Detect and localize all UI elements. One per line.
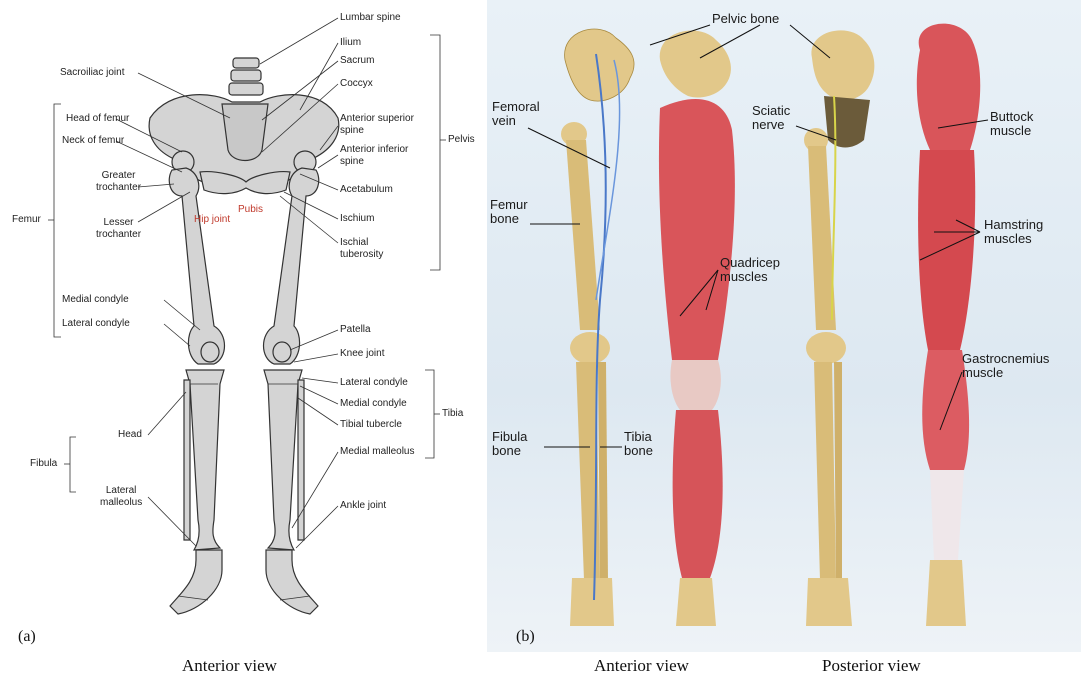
label-anterior-inferior-spine-line2: spine [340,156,408,168]
label-fibula-bone-line2: bone [492,444,527,458]
label-ilium: Ilium [340,37,361,49]
group-label-fibula: Fibula [30,458,57,470]
label-ischium: Ischium [340,213,374,225]
label-tibia-bone-line2: bone [624,444,653,458]
label-head: Head [118,429,142,441]
label-acetabulum: Acetabulum [340,184,393,196]
label-ischial-tuberosity-line1: Ischial [340,237,383,249]
panel-a-letter: (a) [18,628,36,646]
label-knee-joint: Knee joint [340,348,384,360]
label-medial-condyle-tibia: Medial condyle [340,398,407,410]
label-lesser-trochanter-line1: Lesser [96,217,141,229]
label-tibia-bone: Tibia bone [624,430,653,458]
label-patella: Patella [340,324,371,336]
label-anterior-inferior-spine: Anterior inferior spine [340,144,408,168]
label-neck-of-femur: Neck of femur [62,135,124,147]
label-hamstring-muscles: Hamstring muscles [984,218,1043,246]
label-femoral-vein-line1: Femoral [492,100,540,114]
label-anterior-inferior-spine-line1: Anterior inferior [340,144,408,156]
label-sciatic-nerve-line1: Sciatic [752,104,790,118]
posterior-skeleton-figure [804,30,874,626]
group-label-femur: Femur [12,214,41,226]
label-sacrum: Sacrum [340,55,374,67]
label-pubis: Pubis [238,204,263,216]
label-buttock-muscle: Buttock muscle [990,110,1033,138]
panel-b-letter: (b) [516,628,535,646]
label-ischial-tuberosity-line2: tuberosity [340,249,383,261]
label-fibula-bone: Fibula bone [492,430,527,458]
label-greater-trochanter-line2: trochanter [96,182,141,194]
panel-b-caption-posterior: Posterior view [822,656,921,676]
group-label-tibia: Tibia [442,408,463,420]
label-ischial-tuberosity: Ischial tuberosity [340,237,383,261]
label-lateral-malleolus-line2: malleolus [100,497,142,509]
label-buttock-muscle-line1: Buttock [990,110,1033,124]
label-coccyx: Coccyx [340,78,373,90]
group-label-pelvis: Pelvis [448,134,475,146]
label-gastrocnemius-muscle: Gastrocnemius muscle [962,352,1049,380]
label-lesser-trochanter-line2: trochanter [96,229,141,241]
label-lumbar-spine: Lumbar spine [340,12,401,24]
panel-b-caption-anterior: Anterior view [594,656,689,676]
label-gastrocnemius-muscle-line2: muscle [962,366,1049,380]
label-gastrocnemius-muscle-line1: Gastrocnemius [962,352,1049,366]
label-lesser-trochanter: Lesser trochanter [96,217,141,241]
label-tibia-bone-line1: Tibia [624,430,653,444]
label-lateral-condyle-tibia: Lateral condyle [340,377,408,389]
label-medial-malleolus: Medial malleolus [340,446,414,458]
label-femoral-vein-line2: vein [492,114,540,128]
label-lateral-malleolus-line1: Lateral [100,485,142,497]
label-head-of-femur: Head of femur [66,113,129,125]
label-femur-bone-line2: bone [490,212,528,226]
label-sciatic-nerve-line2: nerve [752,118,790,132]
panel-a-caption: Anterior view [182,656,277,676]
label-hamstring-muscles-line2: muscles [984,232,1043,246]
label-ankle-joint: Ankle joint [340,500,386,512]
label-anterior-superior-spine: Anterior superior spine [340,113,414,137]
label-greater-trochanter: Greater trochanter [96,170,141,194]
label-femur-bone: Femur bone [490,198,528,226]
label-quadricep-muscles: Quadricep muscles [720,256,780,284]
label-hamstring-muscles-line1: Hamstring [984,218,1043,232]
label-hip-joint: Hip joint [194,214,230,226]
label-anterior-superior-spine-line1: Anterior superior [340,113,414,125]
label-sacroiliac-joint: Sacroiliac joint [60,67,124,79]
label-anterior-superior-spine-line2: spine [340,125,414,137]
posterior-muscle-figure [917,24,980,626]
label-fibula-bone-line1: Fibula [492,430,527,444]
anterior-muscle-figure [659,30,735,626]
label-quadricep-muscles-line2: muscles [720,270,780,284]
label-quadricep-muscles-line1: Quadricep [720,256,780,270]
label-buttock-muscle-line2: muscle [990,124,1033,138]
label-sciatic-nerve: Sciatic nerve [752,104,790,132]
label-medial-condyle-femur: Medial condyle [62,294,129,306]
label-femur-bone-line1: Femur [490,198,528,212]
label-greater-trochanter-line1: Greater [96,170,141,182]
label-femoral-vein: Femoral vein [492,100,540,128]
label-pelvic-bone: Pelvic bone [712,12,779,26]
label-lateral-malleolus: Lateral malleolus [100,485,142,509]
label-tibial-tubercle: Tibial tubercle [340,419,402,431]
anterior-skeleton-figure [561,29,634,626]
label-lateral-condyle-femur: Lateral condyle [62,318,130,330]
